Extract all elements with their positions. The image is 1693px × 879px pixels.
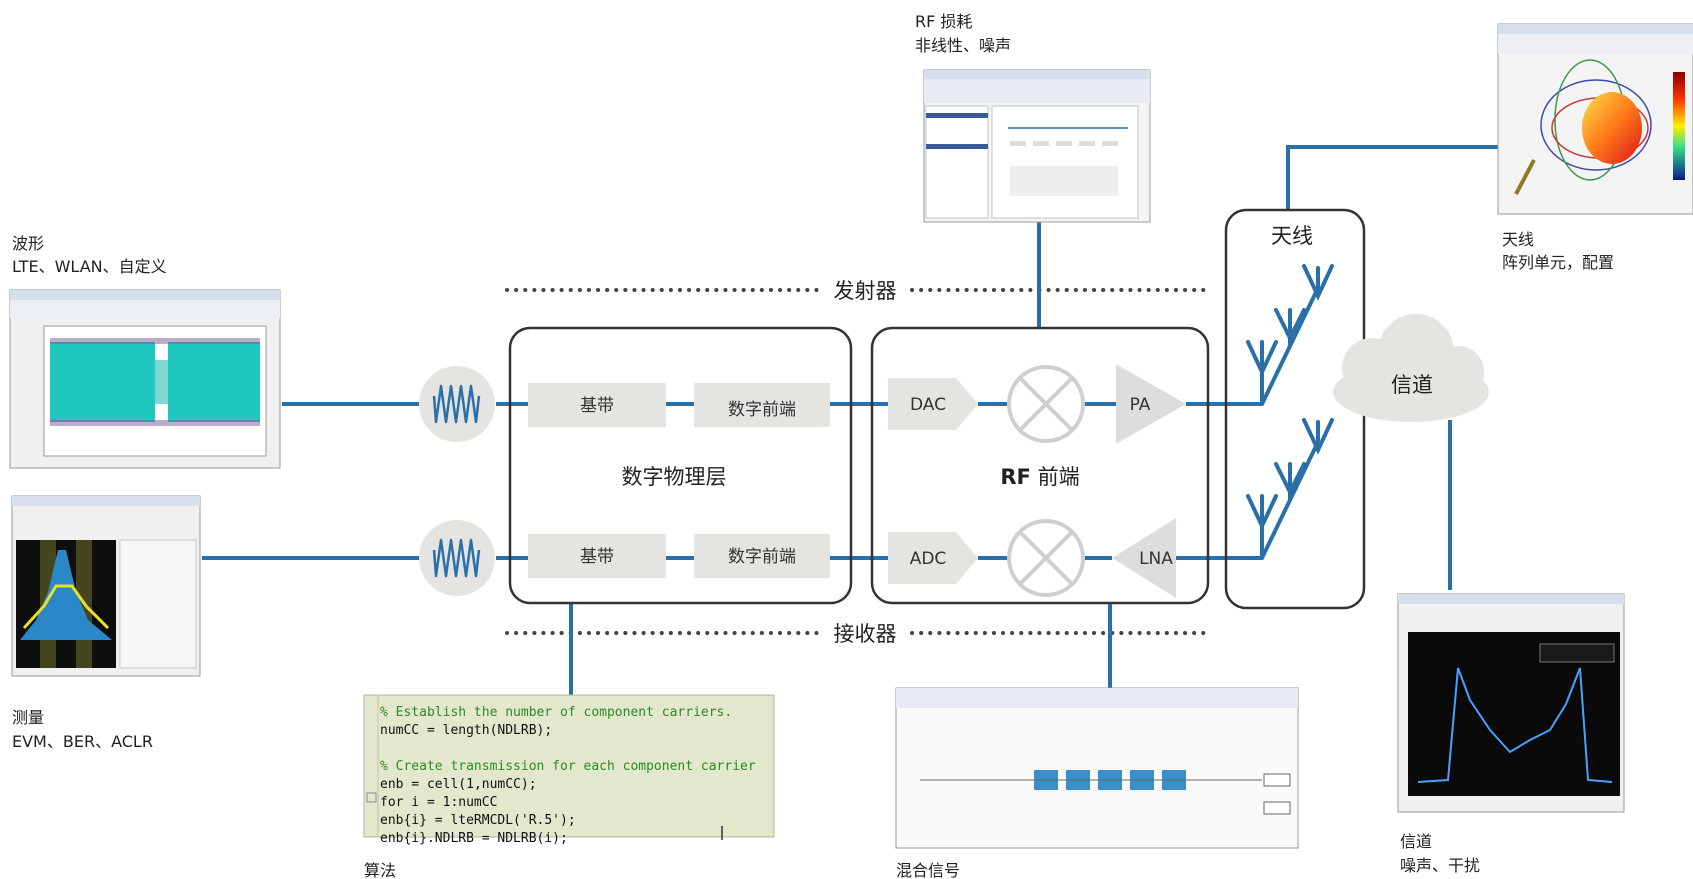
- antenna-pattern-screenshot: [1497, 23, 1693, 215]
- channel-spectrum-screenshot: [1397, 593, 1625, 813]
- waveform-caption-sub: LTE、WLAN、自定义: [12, 257, 167, 276]
- antenna-caption-title: 天线: [1502, 230, 1534, 249]
- channel-caption-title: 信道: [1400, 832, 1432, 851]
- antenna-container: [1224, 208, 1366, 610]
- rx-antenna-array-icon: [1246, 418, 1334, 560]
- adc-block: [888, 532, 978, 584]
- channel-cloud-icon: [1333, 314, 1489, 422]
- channel-caption-sub: 噪声、干扰: [1400, 856, 1480, 875]
- tx-digital-frontend-block: [694, 383, 830, 427]
- code-line-4: % Create transmission for each component…: [380, 759, 756, 774]
- tx-baseband-block: [528, 383, 666, 427]
- rf-frontend-label-suffix: 前端: [1031, 465, 1080, 489]
- lna-label: LNA: [1139, 549, 1173, 569]
- rf-frontend-label: RF 前端: [1000, 465, 1079, 489]
- receiver-divider: 接收器: [505, 622, 1214, 646]
- measurement-caption-sub: EVM、BER、ACLR: [12, 732, 153, 751]
- code-line-5: enb = cell(1,numCC);: [380, 777, 537, 792]
- receiver-label: 接收器: [834, 622, 897, 646]
- tx-baseband-label: 基带: [580, 396, 614, 416]
- rx-baseband-label: 基带: [580, 547, 614, 567]
- tx-mixer-icon: [1007, 365, 1085, 443]
- measurement-caption-title: 测量: [12, 708, 44, 727]
- rx-digital-frontend-block: [694, 534, 830, 578]
- measurement-screenshot: [11, 495, 201, 677]
- rf-impairments-screenshot: [923, 69, 1151, 223]
- digital-phy-label: 数字物理层: [622, 465, 727, 489]
- rf-frontend-container: [870, 326, 1210, 605]
- transmitter-label: 发射器: [834, 279, 897, 303]
- pa-amplifier-icon: [1116, 364, 1186, 444]
- mixed-signal-caption-title: 混合信号: [896, 861, 960, 879]
- antenna-caption-sub: 阵列单元，配置: [1502, 253, 1614, 272]
- tx-antenna-array-icon: [1246, 264, 1334, 406]
- transmitter-divider: 发射器: [505, 279, 1214, 303]
- digital-phy-container: [508, 326, 853, 605]
- dac-block: [888, 378, 978, 430]
- lna-amplifier-icon: [1112, 518, 1176, 598]
- code-line-2: numCC = length(NDLRB);: [380, 723, 552, 738]
- tx-digital-frontend-label: 数字前端: [728, 400, 796, 420]
- waveform-screenshot: [9, 289, 281, 469]
- code-line-7: enb{i} = lteRMCDL('R.5');: [380, 813, 576, 828]
- rf-frontend-label-prefix: RF: [1000, 465, 1031, 489]
- waveform-caption-title: 波形: [12, 234, 44, 253]
- signal-paths: [202, 145, 1508, 695]
- adc-label: ADC: [910, 549, 947, 569]
- rx-digital-frontend-label: 数字前端: [728, 547, 796, 567]
- algorithm-caption-title: 算法: [364, 861, 396, 879]
- dac-label: DAC: [910, 395, 946, 415]
- channel-cloud-label: 信道: [1391, 373, 1433, 397]
- rf-impairments-caption-sub: 非线性、噪声: [915, 36, 1011, 55]
- code-line-6: for i = 1:numCC: [380, 795, 497, 810]
- antenna-container-label: 天线: [1271, 224, 1313, 248]
- tx-waveform-icon: [419, 366, 495, 442]
- rf-impairments-caption-title: RF 损耗: [915, 12, 972, 31]
- mixed-signal-screenshot: [895, 687, 1299, 849]
- rx-mixer-icon: [1007, 519, 1085, 597]
- code-line-1: % Establish the number of component carr…: [380, 705, 732, 720]
- pa-label: PA: [1130, 395, 1151, 415]
- algorithm-code-screenshot: % Establish the number of component carr…: [363, 694, 775, 846]
- rx-baseband-block: [528, 534, 666, 578]
- code-line-8: enb{i}.NDLRB = NDLRB(i);: [380, 831, 568, 846]
- rx-waveform-icon: [419, 520, 495, 596]
